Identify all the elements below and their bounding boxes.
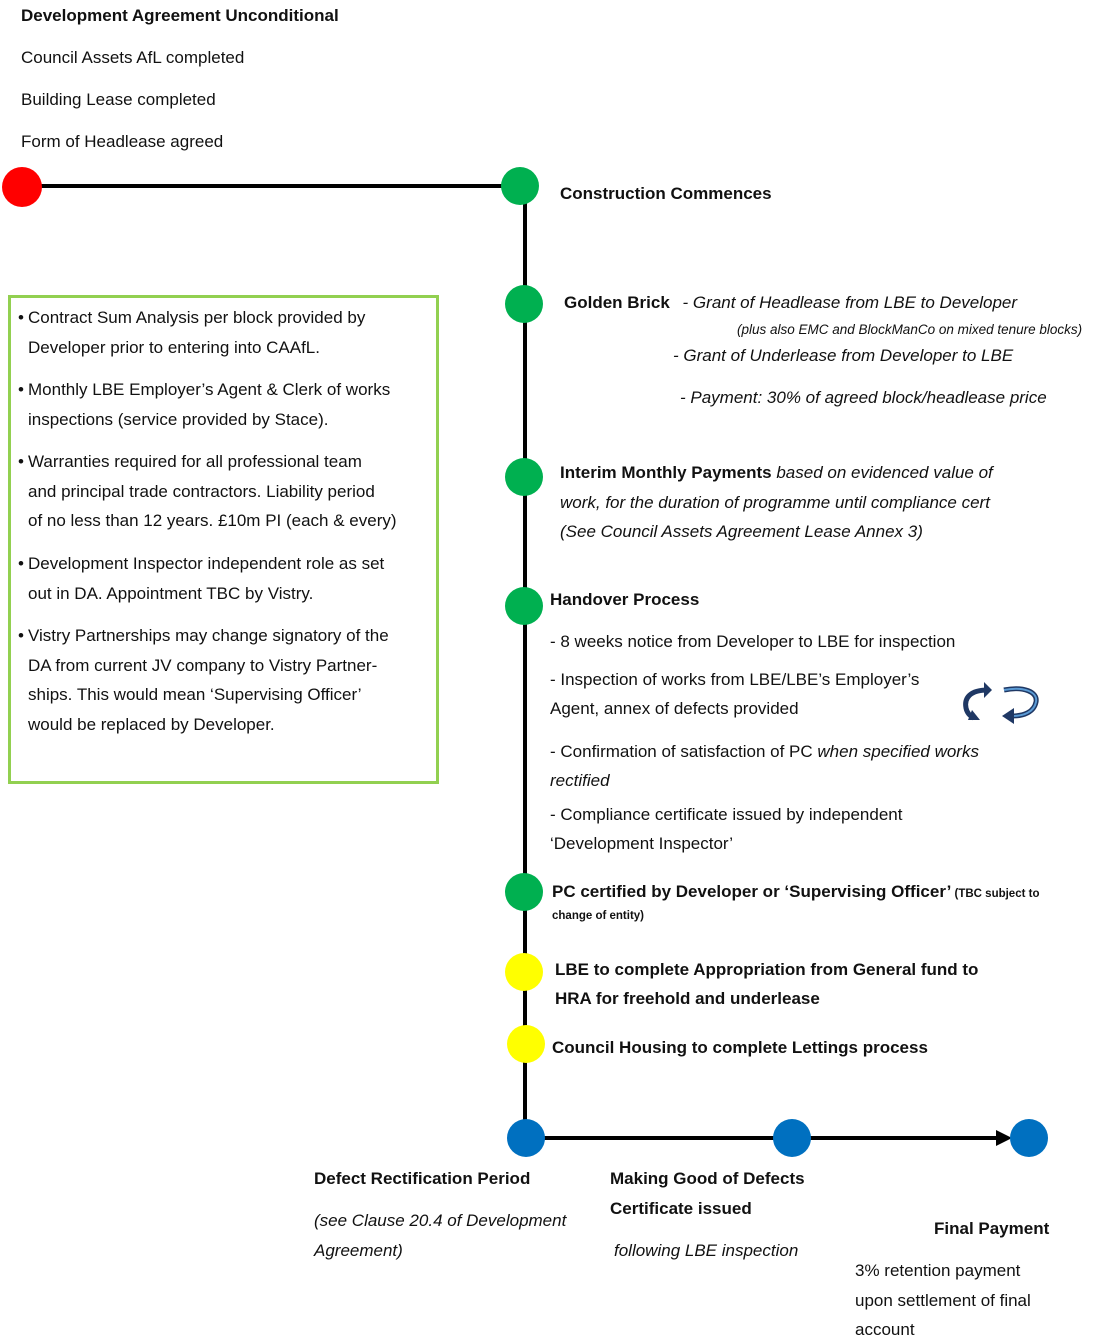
green-dot-interim (505, 458, 543, 496)
final-title: Final Payment (934, 1219, 1050, 1238)
notes-bullet-5-line1: Vistry Partnerships may change signatory… (28, 626, 389, 645)
handover-title: Handover Process (550, 590, 700, 609)
final-line1: 3% retention payment (855, 1261, 1021, 1280)
notes-bullet-5-line4: would be replaced by Developer. (28, 714, 275, 734)
yellow-dot-lettings (507, 1025, 545, 1063)
handover-p3c: rectified (550, 771, 610, 790)
golden-brick-line3: - Payment: 30% of agreed block/headlease… (680, 388, 1047, 407)
notes-bullet-2-line2: inspections (service provided by Stace). (28, 409, 329, 429)
final-line2: upon settlement of final (855, 1291, 1031, 1310)
golden-brick-line2: - Grant of Underlease from Developer to … (673, 346, 1014, 365)
defect-line1: (see Clause 20.4 of Development (314, 1211, 567, 1230)
construction-label: Construction Commences (560, 184, 772, 203)
blue-dot-making-good (773, 1119, 811, 1157)
yellow-dot-lbe (505, 953, 543, 991)
blue-dot-defect (507, 1119, 545, 1157)
notes-box (8, 295, 439, 784)
notes-bullet-4-line2: out in DA. Appointment TBC by Vistry. (28, 583, 314, 603)
lbe-line1: LBE to complete Appropriation from Gener… (555, 960, 979, 979)
golden-brick-title: Golden Brick (564, 293, 670, 312)
notes-bullet-4-line1: Development Inspector independent role a… (28, 554, 385, 573)
timeline-vertical-line (523, 186, 527, 1139)
notes-bullet-5-line3: ships. This would mean ‘Supervising Offi… (28, 685, 362, 704)
lbe-line2: HRA for freehold and underlease (555, 989, 820, 1008)
notes-bullet-5-line2: DA from current JV company to Vistry Par… (28, 655, 378, 675)
notes-bullet-3-line2: and principal trade contractors. Liabili… (28, 481, 375, 501)
interim-row: Interim Monthly Payments based on eviden… (560, 463, 993, 483)
green-dot-pc (505, 873, 543, 911)
blue-dot-final (1010, 1119, 1048, 1157)
green-dot-golden-brick (505, 285, 543, 323)
cycle-arrows-icon (963, 682, 1039, 724)
interim-text3: (See Council Assets Agreement Lease Anne… (560, 522, 923, 541)
bullet-icon: • (18, 452, 24, 471)
making-good-line2: Certificate issued (610, 1199, 752, 1218)
handover-p4a: - Compliance certificate issued by indep… (550, 805, 903, 824)
interim-text1: based on evidenced value of (771, 463, 993, 482)
handover-p3b: when specified works (817, 742, 979, 761)
notes-bullet-2: • Monthly LBE Employer’s Agent & Clerk o… (18, 375, 390, 434)
green-dot-handover (505, 587, 543, 625)
bullet-icon: • (18, 380, 24, 399)
interim-text2: work, for the duration of programme unti… (560, 493, 990, 512)
golden-brick-line1: - Grant of Headlease from LBE to Develop… (682, 293, 1018, 312)
making-good-line1: Making Good of Defects (610, 1169, 805, 1188)
notes-bullet-3-line3: of no less than 12 years. £10m PI (each … (28, 511, 397, 530)
pc-note2: change of entity) (552, 910, 645, 922)
bullet-icon: • (18, 308, 24, 327)
handover-p4b: ‘Development Inspector’ (550, 834, 733, 853)
notes-bullet-4: • Development Inspector independent role… (18, 549, 384, 608)
handover-p2a: - Inspection of works from LBE/LBE’s Emp… (550, 670, 920, 689)
notes-bullet-1-line2: Developer prior to entering into CAAfL. (28, 337, 320, 357)
red-milestone-dot (2, 167, 42, 207)
notes-bullet-3-line1: Warranties required for all professional… (28, 452, 362, 471)
handover-p3a: - Confirmation of satisfaction of PC (550, 742, 818, 761)
handover-p3: - Confirmation of satisfaction of PC whe… (550, 742, 979, 762)
header-item-building-lease: Building Lease completed (21, 90, 216, 109)
header-item-headlease: Form of Headlease agreed (21, 132, 224, 151)
interim-title: Interim Monthly Payments (560, 463, 772, 482)
pc-note1: (TBC subject to (951, 888, 1040, 900)
notes-bullet-3: • Warranties required for all profession… (18, 447, 397, 536)
handover-p2b: Agent, annex of defects provided (550, 699, 799, 718)
making-good-line3: following LBE inspection (614, 1241, 799, 1260)
defect-title: Defect Rectification Period (314, 1169, 531, 1188)
golden-brick-note: (plus also EMC and BlockManCo on mixed t… (737, 322, 1083, 337)
green-dot-construction (501, 167, 539, 205)
timeline-bottom-line (526, 1136, 1000, 1140)
notes-bullet-5: • Vistry Partnerships may change signato… (18, 621, 389, 739)
timeline-top-line (22, 184, 520, 188)
notes-bullet-1-line1: Contract Sum Analysis per block provided… (28, 308, 366, 327)
header-title: Development Agreement Unconditional (21, 6, 339, 25)
pc-row: PC certified by Developer or ‘Supervisin… (552, 882, 1039, 902)
header-item-afl: Council Assets AfL completed (21, 48, 245, 67)
handover-p1: - 8 weeks notice from Developer to LBE f… (550, 632, 956, 651)
lettings-label: Council Housing to complete Lettings pro… (552, 1038, 928, 1057)
pc-title: PC certified by Developer or ‘Supervisin… (552, 882, 952, 901)
notes-bullet-1: • Contract Sum Analysis per block provid… (18, 303, 365, 362)
golden-brick-row: Golden Brick - Grant of Headlease from L… (564, 293, 1017, 313)
final-line3: account (855, 1320, 915, 1339)
defect-line2: Agreement) (314, 1241, 403, 1260)
arrow-head-icon (996, 1130, 1012, 1146)
bullet-icon: • (18, 554, 24, 573)
bullet-icon: • (18, 626, 24, 645)
notes-bullet-2-line1: Monthly LBE Employer’s Agent & Clerk of … (28, 380, 391, 399)
